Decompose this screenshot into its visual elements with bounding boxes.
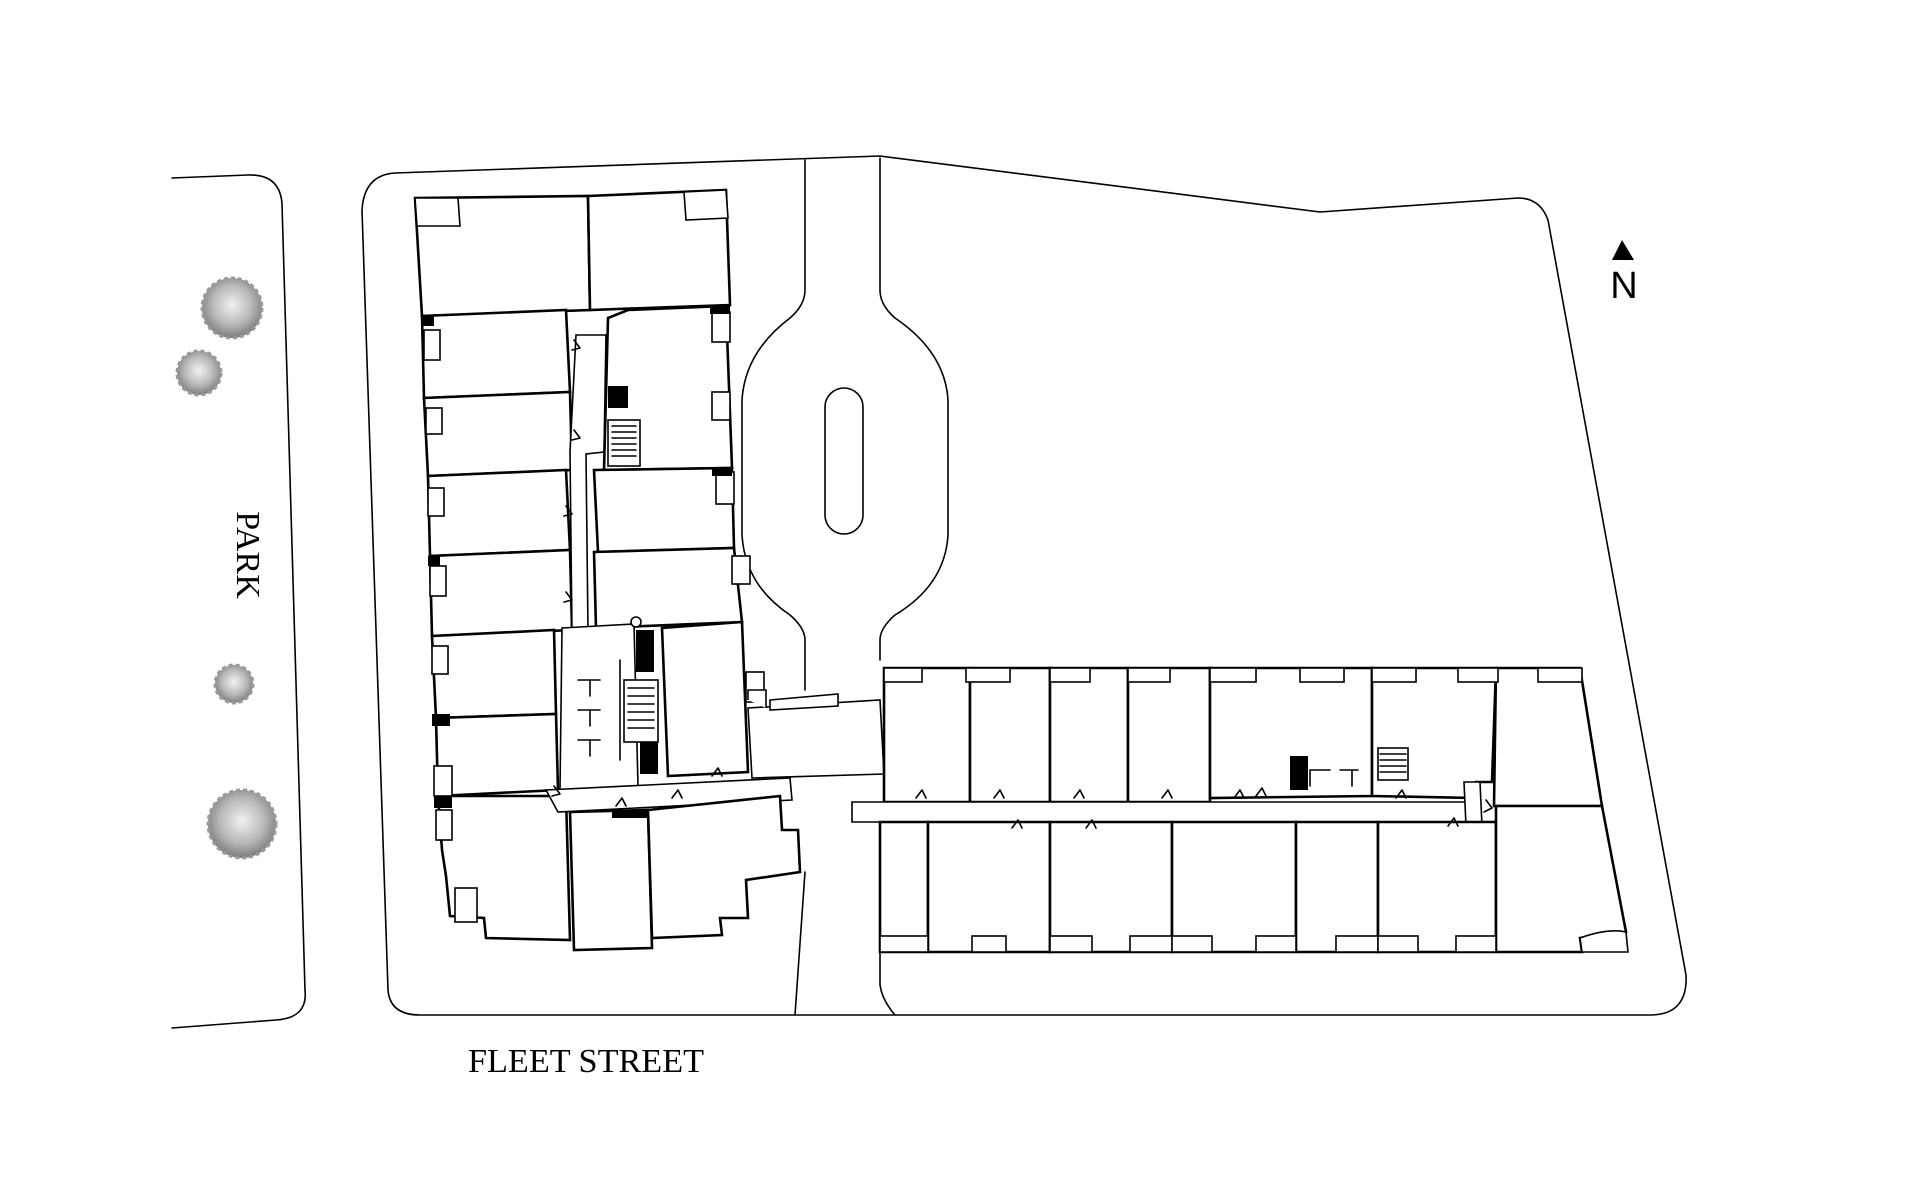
- unit: [1048, 820, 1174, 954]
- north-arrow: N: [1610, 240, 1638, 307]
- balcony: [711, 391, 731, 421]
- unit: [592, 546, 744, 630]
- driveway-south: [794, 871, 806, 1016]
- balcony: [715, 471, 735, 505]
- balcony: [731, 555, 751, 585]
- balcony: [683, 189, 729, 221]
- park-boundary: [171, 174, 307, 1029]
- lobby: [769, 693, 839, 711]
- unit: [422, 390, 574, 478]
- driveway: [879, 157, 949, 661]
- unit: [1048, 666, 1130, 804]
- unit: [660, 620, 750, 778]
- tree-icon: [213, 663, 255, 705]
- north-label: N: [1610, 265, 1637, 307]
- balcony: [454, 887, 478, 923]
- door-marks: [551, 339, 1493, 829]
- west-wing: [413, 188, 802, 952]
- stairs: [1377, 747, 1409, 781]
- park-label: PARK: [229, 511, 266, 599]
- unit: [926, 820, 1052, 954]
- tree-icon: [175, 349, 223, 397]
- unit: [428, 548, 574, 638]
- balcony: [425, 407, 443, 435]
- balcony: [414, 197, 461, 227]
- unit: [1170, 820, 1298, 954]
- lobby: [747, 699, 885, 779]
- trees: [175, 276, 278, 860]
- unit: [882, 666, 972, 804]
- balcony: [433, 765, 453, 797]
- east-wing: [851, 666, 1629, 954]
- lobby: [747, 689, 767, 708]
- corridor: [851, 801, 1479, 823]
- stairs: [623, 679, 659, 743]
- corridor: [1463, 781, 1483, 827]
- unit: [1294, 820, 1380, 954]
- unit: [1126, 666, 1212, 804]
- unit: [430, 628, 558, 720]
- unit: [1494, 804, 1628, 954]
- unit: [968, 666, 1052, 804]
- unit: [434, 712, 560, 798]
- balconies: [879, 935, 1497, 953]
- driveway-island: [824, 387, 864, 535]
- balcony: [711, 311, 731, 343]
- corridor: [569, 334, 607, 635]
- stairs: [607, 419, 641, 467]
- site-boundary: [361, 155, 1687, 1016]
- unit: [1492, 666, 1604, 808]
- unit: [592, 466, 736, 554]
- unit: [878, 820, 930, 954]
- unit: [646, 794, 802, 940]
- balcony: [431, 645, 449, 675]
- unit: [1376, 820, 1498, 954]
- unit: [426, 468, 572, 558]
- balcony: [427, 487, 445, 517]
- tree-icon: [200, 276, 264, 340]
- balcony: [429, 565, 447, 597]
- driveway: [741, 159, 806, 691]
- north-arrow-icon: [1612, 240, 1634, 260]
- balcony: [435, 809, 453, 841]
- driveway-south: [879, 871, 896, 1016]
- unit: [420, 308, 572, 400]
- unit: [568, 808, 654, 952]
- corridor: [544, 777, 793, 813]
- balcony: [423, 329, 441, 361]
- fleet-street-label: FLEET STREET: [468, 1043, 704, 1080]
- tree-icon: [206, 788, 278, 860]
- balconies: [883, 667, 1583, 683]
